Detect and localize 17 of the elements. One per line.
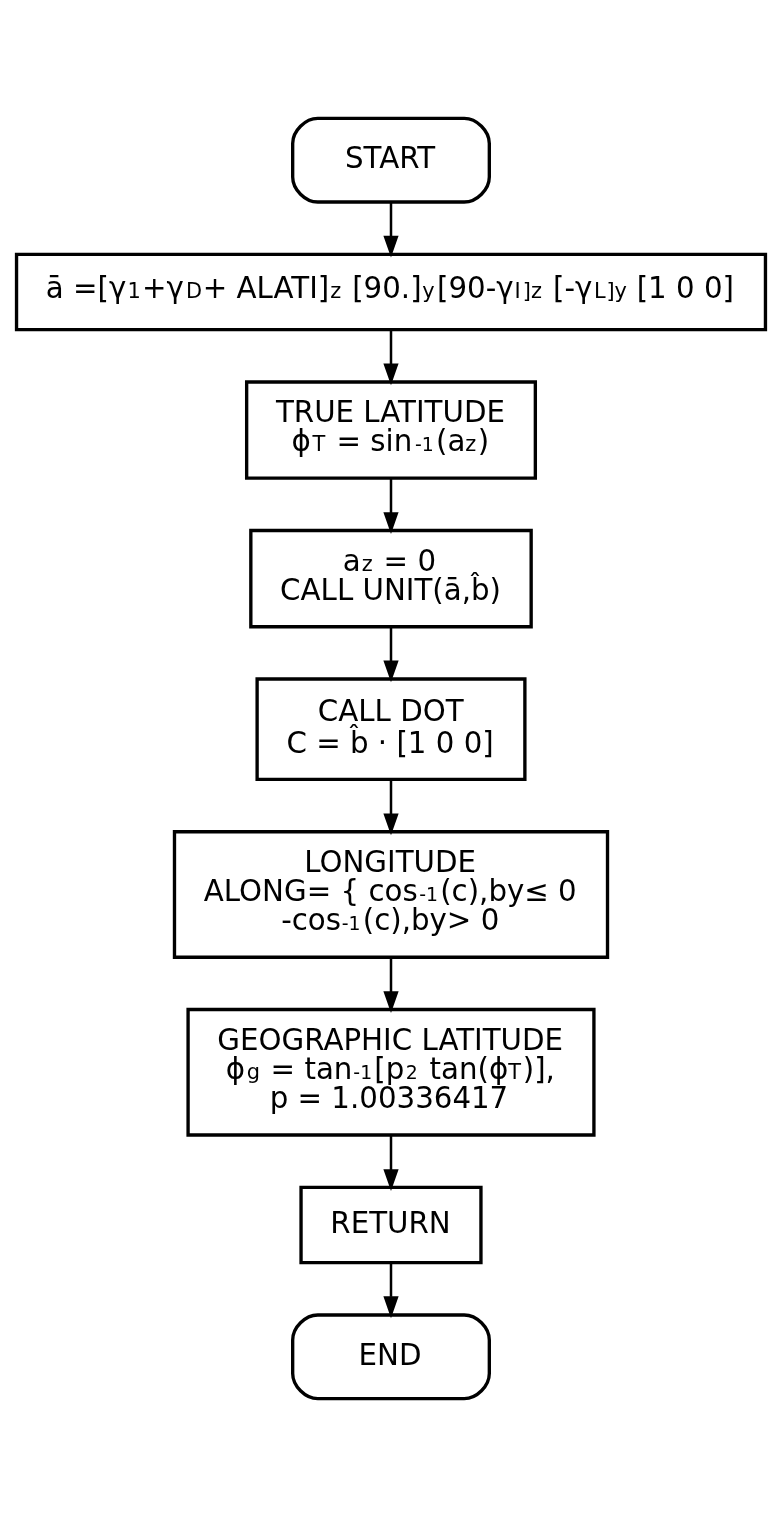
node-box: GEOGRAPHIC LATITUDE ϕg = tan-1[p2 tan(ϕT)], p = 1.00336417 [186,1007,596,1137]
node-box: START [291,116,491,204]
node-box: TRUE LATITUDE ϕT = sin-1(az) [245,380,537,480]
arrow [383,779,399,836]
arrow [383,478,399,534]
arrow [383,1135,399,1192]
node-box: CALL DOT C = b̂ · [1 0 0] [255,677,527,782]
arrow [383,627,399,683]
node-box: END [291,1313,491,1401]
arrow [383,329,399,386]
arrow [383,957,399,1013]
node-box: az = 0 CALL UNIT(ā,b̂) [249,528,533,629]
arrow [383,1263,399,1319]
node-box: ā =[γ1+γD+ ALATI]z [90.]y[90-γI]z [-γL]y [1 0 0] [14,252,768,332]
node-box: RETURN [299,1185,483,1265]
node-box: LONGITUDE ALONG= { cos-1(c),by≤ 0 -cos-1(c),by> 0 [172,830,610,959]
arrow [383,202,399,258]
